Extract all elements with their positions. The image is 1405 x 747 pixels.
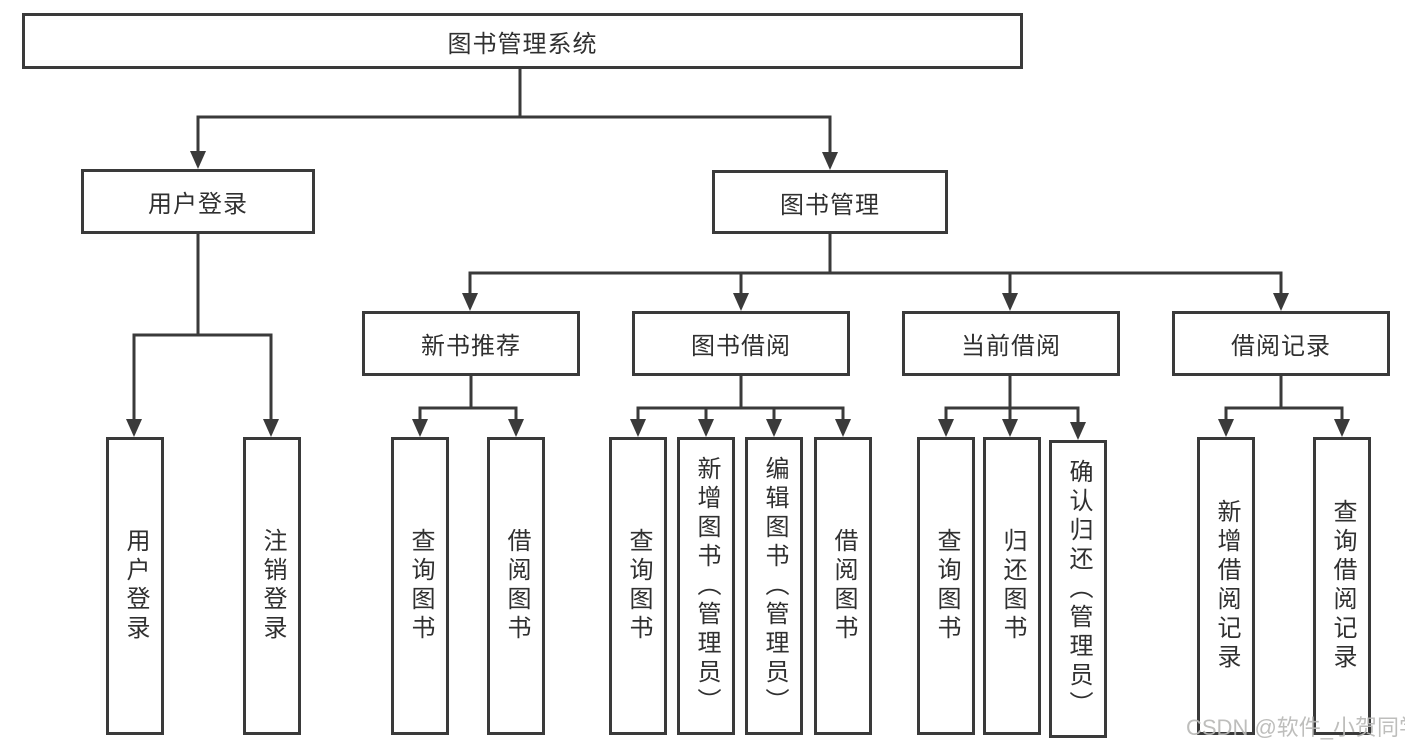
node-current-borrow: 当前借阅 bbox=[902, 311, 1120, 376]
connector-new-book-recommend-to-children bbox=[412, 374, 524, 437]
node-label: 查询图书 bbox=[407, 528, 434, 644]
leaf-query-books-borrow: 查询图书 bbox=[609, 437, 667, 735]
node-label: 用户登录 bbox=[122, 528, 149, 644]
csdn-watermark: CSDN @软件_小贺同学 bbox=[1186, 715, 1405, 740]
node-new-book-recommend: 新书推荐 bbox=[362, 311, 580, 376]
node-label: 当前借阅 bbox=[961, 333, 1061, 360]
node-label: 用户登录 bbox=[148, 191, 248, 218]
leaf-query-books-recommend: 查询图书 bbox=[391, 437, 449, 735]
leaf-add-borrow-record: 新增借阅记录 bbox=[1197, 437, 1255, 735]
node-label: 新增图书（管理员） bbox=[693, 455, 720, 717]
connector-book-borrow-to-children bbox=[630, 374, 851, 437]
node-user-login: 用户登录 bbox=[81, 169, 315, 234]
node-label: 借阅记录 bbox=[1231, 333, 1331, 360]
connector-current-borrow-to-children bbox=[938, 374, 1086, 440]
leaf-add-books-admin: 新增图书（管理员） bbox=[677, 437, 735, 735]
node-label: 新增借阅记录 bbox=[1213, 499, 1240, 673]
leaf-user-login: 用户登录 bbox=[106, 437, 164, 735]
node-label: 查询图书 bbox=[625, 528, 652, 644]
leaf-edit-books-admin: 编辑图书（管理员） bbox=[745, 437, 803, 735]
leaf-borrow-books: 借阅图书 bbox=[814, 437, 872, 735]
node-borrow-records: 借阅记录 bbox=[1172, 311, 1390, 376]
connector-root-to-level2 bbox=[190, 67, 838, 170]
node-label: 确认归还（管理员） bbox=[1065, 458, 1092, 720]
leaf-query-borrow-record: 查询借阅记录 bbox=[1313, 437, 1371, 735]
node-label: 借阅图书 bbox=[503, 528, 530, 644]
connector-book-management-to-children bbox=[462, 232, 1289, 311]
node-label: 新书推荐 bbox=[421, 333, 521, 360]
node-library-management-system: 图书管理系统 bbox=[22, 13, 1023, 69]
node-label: 借阅图书 bbox=[830, 528, 857, 644]
node-label: 归还图书 bbox=[999, 528, 1026, 644]
node-label: 图书管理 bbox=[780, 191, 880, 219]
node-label: 图书借阅 bbox=[691, 333, 791, 360]
node-label: 注销登录 bbox=[259, 528, 286, 644]
connector-borrow-records-to-children bbox=[1218, 374, 1350, 437]
leaf-confirm-return-admin: 确认归还（管理员） bbox=[1049, 440, 1107, 738]
node-label: 图书管理系统 bbox=[447, 30, 598, 58]
node-book-management: 图书管理 bbox=[712, 170, 948, 234]
node-label: 编辑图书（管理员） bbox=[761, 455, 788, 717]
leaf-return-books: 归还图书 bbox=[983, 437, 1041, 735]
node-label: 查询图书 bbox=[933, 528, 960, 644]
node-book-borrow: 图书借阅 bbox=[632, 311, 850, 376]
leaf-logout: 注销登录 bbox=[243, 437, 301, 735]
leaf-borrow-books-recommend: 借阅图书 bbox=[487, 437, 545, 735]
node-label: 查询借阅记录 bbox=[1329, 499, 1356, 673]
leaf-query-books-current: 查询图书 bbox=[917, 437, 975, 735]
connector-user-login-to-children bbox=[126, 232, 279, 437]
